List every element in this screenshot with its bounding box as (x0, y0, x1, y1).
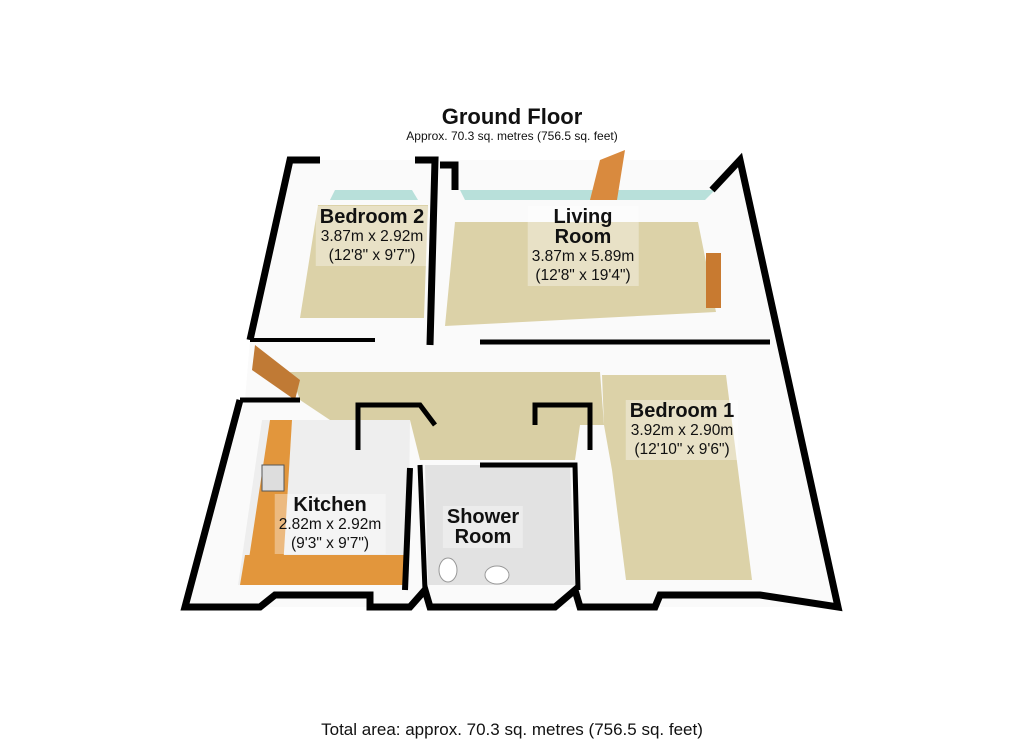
outer-wall-left-top (246, 156, 320, 341)
room-name-line2: Room (454, 526, 512, 548)
wall-cupboard-right (532, 402, 593, 450)
wall-cupboard-left (355, 402, 437, 450)
hallway-floor (290, 372, 604, 460)
room-label-kitchen: Kitchen 2.82m x 2.92m (9'3" x 9'7") (274, 494, 386, 554)
living-room-floor (445, 222, 716, 326)
fireplace (706, 253, 721, 308)
room-metric: 2.82m x 2.92m (278, 516, 382, 533)
wall-top-living (440, 161, 459, 190)
room-name-line1: Living (553, 206, 613, 228)
room-label-bedroom-1: Bedroom 1 3.92m x 2.90m (12'10" x 9'6") (625, 400, 739, 460)
front-door (590, 150, 625, 200)
toilet (438, 557, 458, 583)
room-name-line2: Room (554, 226, 612, 248)
window-living (460, 190, 715, 200)
bedroom-2-floor (300, 205, 428, 318)
room-imperial: (12'8" x 9'7") (328, 247, 416, 264)
room-name-line1: Shower (446, 506, 520, 528)
total-area-footer: Total area: approx. 70.3 sq. metres (756… (321, 720, 703, 739)
shower-room-floor (425, 465, 575, 585)
basin (484, 565, 510, 585)
wall-kitchen-right (402, 467, 413, 591)
room-label-bedroom-2: Bedroom 2 3.87m x 2.92m (12'8" x 9'7") (315, 206, 429, 266)
outer-wall-left-bottom (180, 152, 843, 612)
window-bedroom2 (330, 190, 418, 200)
floor-area-subtitle: Approx. 70.3 sq. metres (756.5 sq. feet) (406, 129, 618, 143)
room-label-shower-room: Shower Room (442, 506, 524, 548)
room-metric: 3.87m x 5.89m (531, 248, 635, 265)
room-metric: 3.87m x 2.92m (320, 228, 424, 245)
room-imperial: (9'3" x 9'7") (290, 535, 370, 552)
room-imperial: (12'8" x 19'4") (535, 267, 631, 284)
room-imperial: (12'10" x 9'6") (634, 441, 730, 458)
wall-shower-top (480, 462, 581, 591)
side-door (252, 345, 300, 400)
room-metric: 3.92m x 2.90m (630, 422, 734, 439)
hob (261, 464, 285, 492)
kitchen-units-top (245, 420, 292, 585)
bedroom-1-floor (602, 375, 752, 580)
wall-top-middle (415, 156, 439, 346)
room-label-living-room: Living Room 3.87m x 5.89m (12'8" x 19'4"… (527, 206, 639, 286)
floor-title: Ground Floor (441, 104, 583, 129)
room-name: Kitchen (293, 494, 367, 516)
room-name: Bedroom 1 (629, 400, 735, 422)
kitchen-units-bottom (240, 555, 405, 585)
wall-shower-left (417, 464, 428, 591)
room-name: Bedroom 2 (319, 206, 425, 228)
